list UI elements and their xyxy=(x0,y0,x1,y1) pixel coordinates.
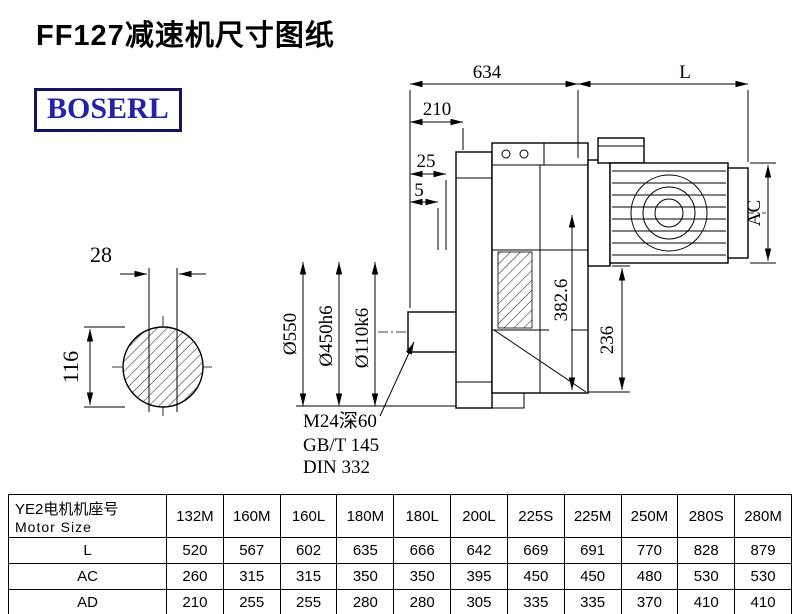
dim-key-width: 28 xyxy=(90,242,112,267)
cell: 350 xyxy=(336,563,395,590)
cell: 567 xyxy=(222,537,281,564)
cell: 280 xyxy=(336,589,395,614)
row-label: AD xyxy=(8,589,167,614)
dim-210: 210 xyxy=(423,99,452,120)
note-tap: M24深60 xyxy=(303,410,377,432)
col-header: 225M xyxy=(563,494,622,538)
note-gbt: GB/T 145 xyxy=(303,435,379,456)
shaft-end-view: 28 116 xyxy=(58,242,214,418)
brand-text: BOSERL xyxy=(47,92,169,125)
motor-size-table: YE2电机机座号 Motor Size 132M 160M 160L 180M … xyxy=(8,494,792,614)
output-shaft xyxy=(407,311,459,353)
dim-AC: AC xyxy=(744,200,765,226)
dimension-lines: 634 L 210 25 5 Ø550 Ø450h6 Ø110k6 xyxy=(280,62,776,407)
cell: 305 xyxy=(450,589,508,614)
cell: 450 xyxy=(506,563,565,590)
cell: 315 xyxy=(222,563,281,590)
table-row-L: L 520 567 602 635 666 642 669 691 770 82… xyxy=(8,537,792,564)
terminal-box xyxy=(597,137,645,164)
table-row-AD: AD 210 255 255 280 280 305 335 335 370 4… xyxy=(8,589,792,614)
page-title: FF127减速机尺寸图纸 xyxy=(36,20,335,52)
col-header: 200L xyxy=(450,494,508,538)
dimension-drawing: 28 116 xyxy=(58,62,776,478)
cell: 530 xyxy=(677,563,736,590)
row-label: L xyxy=(8,537,167,564)
dim-shaft-116: 116 xyxy=(58,351,83,383)
cell: 350 xyxy=(393,563,452,590)
flange xyxy=(455,151,493,409)
col-header: 160L xyxy=(279,494,338,538)
thread-note: M24深60 GB/T 145 DIN 332 xyxy=(303,341,415,478)
cell: 260 xyxy=(166,563,224,590)
cell: 530 xyxy=(734,563,792,590)
cell: 770 xyxy=(620,537,679,564)
dim-236: 236 xyxy=(597,326,618,355)
cell: 450 xyxy=(563,563,622,590)
cell: 480 xyxy=(620,563,679,590)
cell: 410 xyxy=(677,589,736,614)
col-header: 280M xyxy=(734,494,792,538)
dim-shaft-dia: Ø110k6 xyxy=(352,308,373,369)
cell: 879 xyxy=(734,537,792,564)
cell: 666 xyxy=(393,537,452,564)
dim-spigot: Ø450h6 xyxy=(316,305,337,366)
cell: 602 xyxy=(279,537,338,564)
cell: 635 xyxy=(336,537,395,564)
cell: 335 xyxy=(563,589,622,614)
cell: 280 xyxy=(393,589,452,614)
cell: 828 xyxy=(677,537,736,564)
dim-25: 25 xyxy=(417,151,436,172)
dim-382-6: 382.6 xyxy=(551,279,572,322)
cell: 335 xyxy=(506,589,565,614)
cell: 315 xyxy=(279,563,338,590)
cell: 210 xyxy=(166,589,224,614)
cell: 669 xyxy=(506,537,565,564)
table-corner-cell: YE2电机机座号 Motor Size xyxy=(8,494,167,538)
cell: 642 xyxy=(450,537,508,564)
cell: 691 xyxy=(563,537,622,564)
col-header: 225S xyxy=(506,494,565,538)
dim-L: L xyxy=(679,62,691,83)
cell: 520 xyxy=(166,537,224,564)
table-header-row: YE2电机机座号 Motor Size 132M 160M 160L 180M … xyxy=(8,494,792,538)
cell: 410 xyxy=(734,589,792,614)
dim-634: 634 xyxy=(473,62,502,83)
cell: 370 xyxy=(620,589,679,614)
fan-cover xyxy=(727,167,749,259)
motor-adapter xyxy=(587,159,611,267)
dim-5: 5 xyxy=(414,180,424,201)
motor-size-label-cn: YE2电机机座号 xyxy=(15,500,119,518)
table-row-AC: AC 260 315 315 350 350 395 450 450 480 5… xyxy=(8,563,792,590)
cell: 255 xyxy=(222,589,281,614)
col-header: 250M xyxy=(620,494,679,538)
motor-size-label-en: Motor Size xyxy=(15,518,92,535)
brand-logo: BOSERL xyxy=(34,88,182,132)
note-din: DIN 332 xyxy=(303,457,370,478)
col-header: 280S xyxy=(677,494,736,538)
col-header: 160M xyxy=(222,494,281,538)
dim-flange-od: Ø550 xyxy=(280,313,301,355)
cell: 255 xyxy=(279,589,338,614)
motor-body xyxy=(609,162,729,264)
col-header: 132M xyxy=(166,494,224,538)
col-header: 180L xyxy=(393,494,452,538)
row-label: AC xyxy=(8,563,167,590)
cell: 395 xyxy=(450,563,508,590)
col-header: 180M xyxy=(336,494,395,538)
